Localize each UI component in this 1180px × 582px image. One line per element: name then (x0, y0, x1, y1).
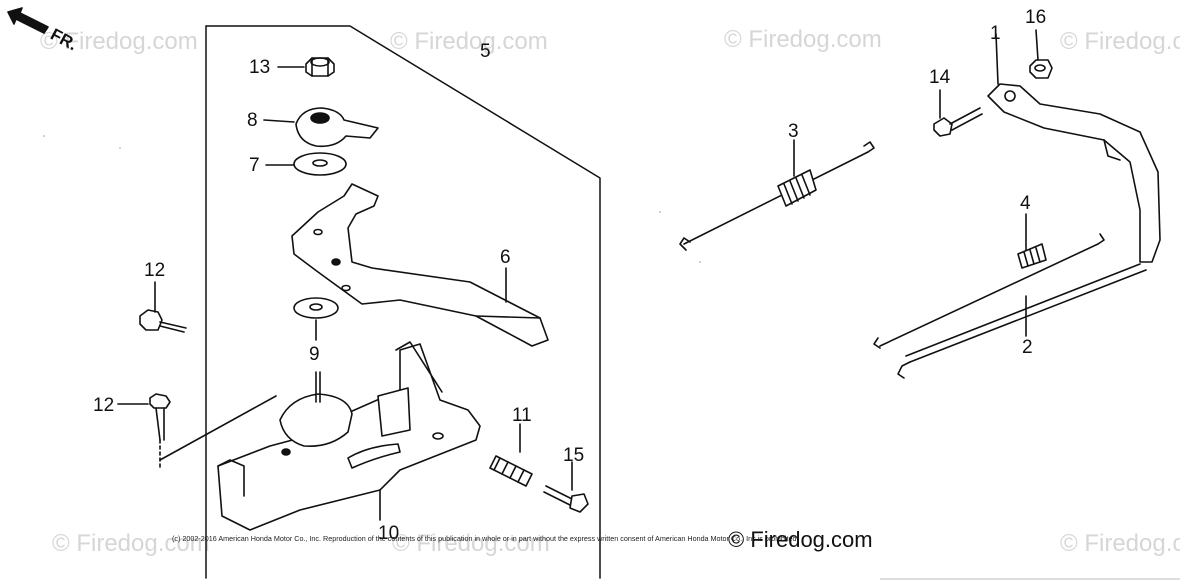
callout-14: 14 (929, 67, 951, 88)
site-credit: © Firedog.com (728, 527, 873, 552)
front-direction-arrow-icon (7, 7, 49, 34)
callout-3: 3 (788, 121, 799, 142)
watermark-top-3: © Firedog.com (724, 26, 882, 53)
part-9-washer (293, 297, 339, 341)
part-8-plate (263, 107, 379, 148)
callout-11: 11 (512, 405, 532, 426)
part-7-washer (265, 152, 347, 176)
watermark-bottom-2: © Firedog.com (392, 530, 550, 557)
part-3-spring-rod (679, 139, 875, 251)
callout-16: 16 (1025, 7, 1047, 28)
part-6-control-lever (291, 183, 549, 347)
copyright-notice: (c) 2002-2016 American Honda Motor Co., … (172, 534, 799, 543)
part-14-bolt (933, 89, 983, 137)
part-15-bolt (543, 461, 589, 513)
callout-7: 7 (249, 155, 260, 176)
callout-6: 6 (500, 247, 511, 268)
callout-1: 1 (990, 23, 1001, 44)
part-12-bolt-lower (117, 393, 277, 469)
assembly-frame (205, 25, 601, 579)
callout-9: 9 (309, 344, 320, 365)
watermark-top-2: © Firedog.com (390, 28, 548, 55)
watermark-top-1: © Firedog.com (40, 28, 198, 55)
watermark-bottom-3: © Firedog.com (1060, 530, 1180, 557)
callout-2: 2 (1022, 337, 1033, 358)
part-13-nut (277, 57, 335, 77)
scan-dots (43, 135, 701, 263)
part-10-base-plate (217, 341, 481, 531)
callout-5: 5 (480, 41, 491, 62)
callout-13: 13 (249, 57, 271, 78)
watermark-bottom-1: © Firedog.com (52, 530, 210, 557)
watermark-top-4: © Firedog.com (1060, 28, 1180, 55)
part-4-spring-rod (873, 213, 1105, 349)
part-11-spring (489, 423, 533, 487)
part-16-nut (1029, 29, 1053, 79)
part-1-governor-arm (987, 33, 1161, 263)
callout-10: 10 (378, 523, 400, 544)
callout-4: 4 (1020, 193, 1031, 214)
callout-12-lower: 12 (93, 395, 115, 416)
part-12-bolt-upper (139, 281, 187, 333)
callout-12-upper: 12 (144, 260, 166, 281)
callout-15: 15 (563, 445, 585, 466)
part-2-rod (897, 263, 1147, 379)
callout-8: 8 (247, 110, 258, 131)
